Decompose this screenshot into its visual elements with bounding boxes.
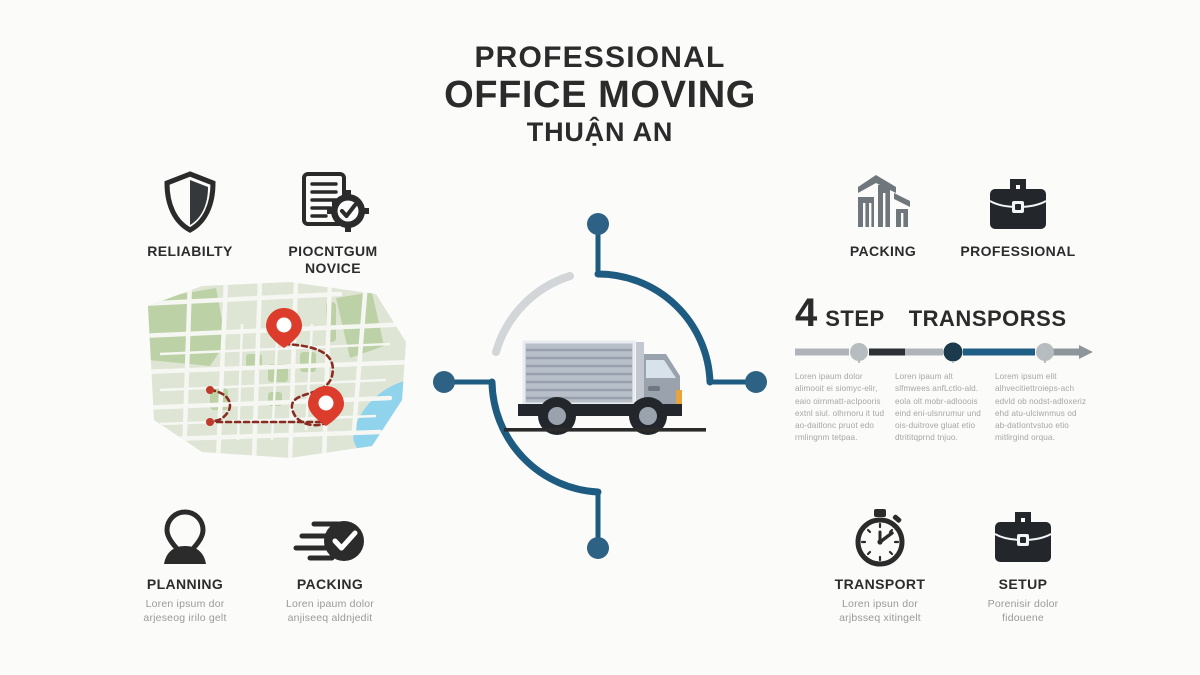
truck	[504, 340, 706, 435]
feature-transport[interactable]: TRANSPORT Loren ipsun dor arjbsseq xitin…	[805, 498, 955, 625]
step-timeline: 4 STEP TRANSPORSS	[795, 291, 1095, 445]
feature-setup[interactable]: SETUP Porenisir dolor fidouene	[948, 498, 1098, 625]
timeline-number: 4	[795, 291, 817, 335]
timeline-columns: Loren ipaum dolor alimooit ei siomyc-eli…	[795, 371, 1095, 445]
feature-label: TRANSPORT	[834, 576, 926, 592]
timeline-word-step: STEP	[825, 306, 885, 331]
map-pin-person-icon	[110, 498, 260, 566]
check-speed-icon	[255, 498, 405, 566]
right-node	[745, 371, 767, 393]
feature-reliability[interactable]: RELIABILTY	[115, 165, 265, 260]
title-line-3: THUẬN AN	[526, 116, 674, 147]
timeline-dot-3	[1036, 343, 1054, 361]
feature-label: PROFESSIONAL	[960, 243, 1076, 259]
briefcase-icon	[943, 165, 1093, 233]
timeline-dot-1	[850, 343, 868, 361]
feature-sub: Loren ipsum dor arjeseog irilo gelt	[143, 597, 227, 624]
timeline-heading: 4 STEP TRANSPORSS	[795, 291, 1095, 335]
timeline-bar[interactable]	[795, 341, 1095, 363]
feature-sub: Porenisir dolor fidouene	[987, 597, 1059, 624]
timeline-column-2: Loren ipaum alt slfmwees anfLctlo-ald. e…	[895, 372, 981, 443]
timeline-word-transport: TRANSPORSS	[908, 306, 1067, 331]
feature-sub: Loren ipaum dolor anjiseeq aldnjedit	[285, 597, 375, 624]
feature-label: SETUP	[998, 576, 1048, 592]
document-gear-icon	[258, 165, 408, 233]
title-line-2: OFFICE MOVING	[444, 74, 756, 117]
left-node	[433, 371, 455, 393]
feature-procedure[interactable]: PIOCNTGUM NOVICE	[258, 165, 408, 277]
timeline-column-3: Lorem ipsum elit alhvecitiettroieps-ach …	[995, 372, 1087, 443]
briefcase-icon	[948, 498, 1098, 566]
map-pin	[266, 308, 302, 348]
feature-label: PACKING	[296, 576, 364, 592]
map-pin	[308, 386, 344, 426]
top-node	[587, 213, 609, 235]
feature-label: PIOCNTGUM NOVICE	[288, 243, 378, 276]
feature-professional[interactable]: PROFESSIONAL	[943, 165, 1093, 260]
feature-label: PLANNING	[146, 576, 224, 592]
city-route-map	[140, 280, 412, 460]
timeline-dot-2	[943, 342, 963, 362]
page-title: PROFESSIONAL OFFICE MOVING THUẬN AN	[0, 41, 1200, 148]
feature-sub: Loren ipsun dor arjbsseq xitingelt	[839, 597, 921, 624]
delivery-truck-illustration	[430, 200, 780, 570]
timeline-column-1: Loren ipaum dolor alimooit ei siomyc-eli…	[795, 372, 885, 443]
feature-packing-left[interactable]: PACKING Loren ipaum dolor anjiseeq aldnj…	[255, 498, 405, 625]
feature-label: RELIABILTY	[147, 243, 233, 259]
stopwatch-icon	[805, 498, 955, 567]
warehouse-icon	[808, 165, 958, 233]
feature-label: PACKING	[849, 243, 917, 259]
title-line-1: PROFESSIONAL	[474, 41, 726, 74]
feature-planning[interactable]: PLANNING Loren ipsum dor arjeseog irilo …	[110, 498, 260, 625]
feature-packing-right[interactable]: PACKING	[808, 165, 958, 260]
shield-icon	[115, 165, 265, 233]
bottom-node	[587, 537, 609, 559]
